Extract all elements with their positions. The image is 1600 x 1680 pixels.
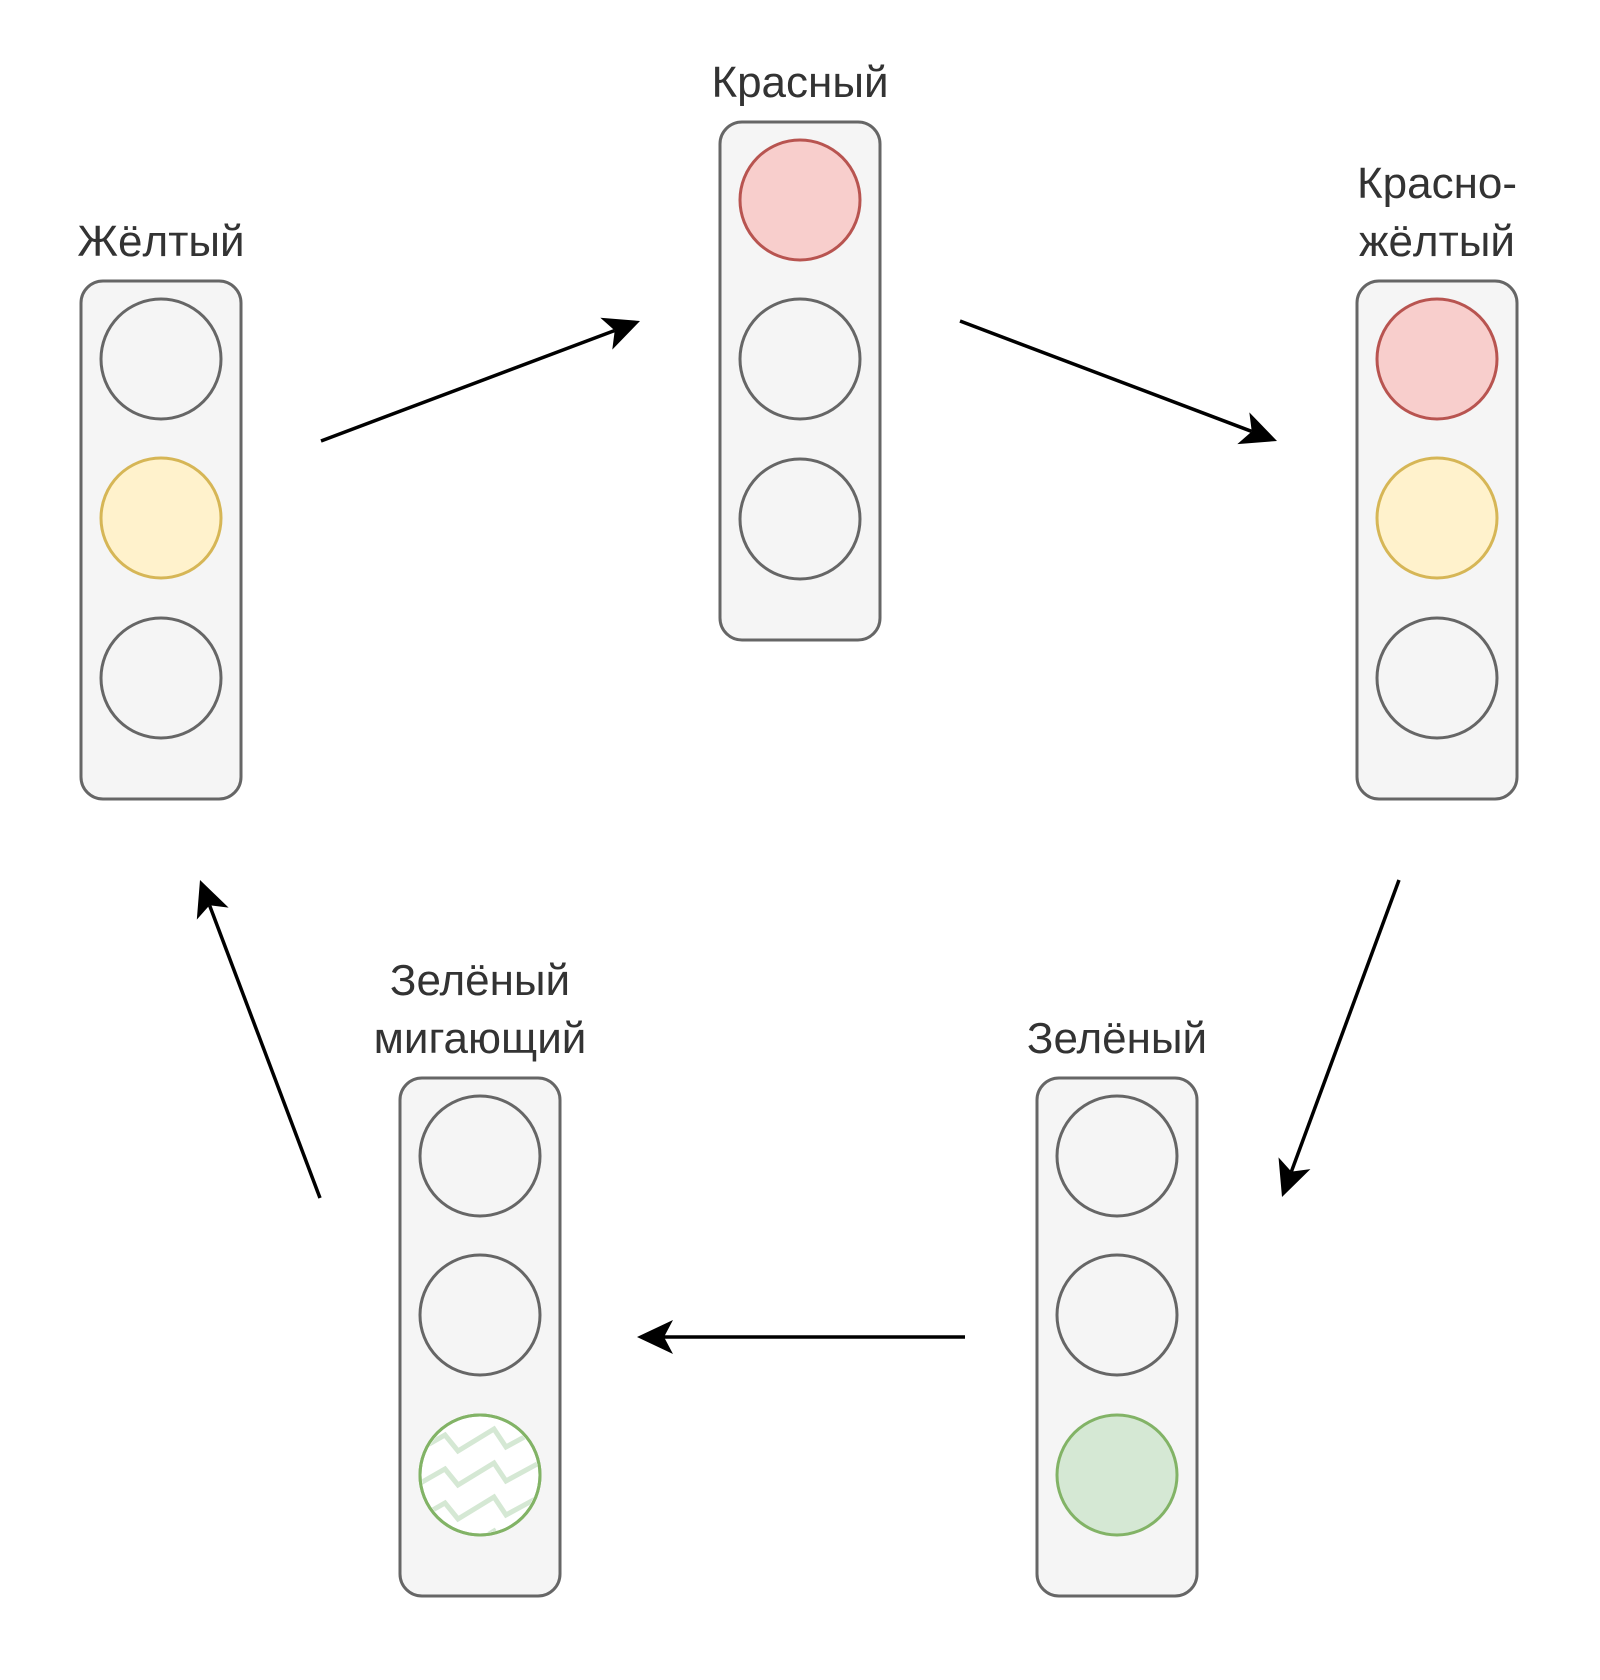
state-label: Красно- xyxy=(1357,159,1517,208)
traffic-lights: КрасныйКрасно-жёлтыйЗелёныйЗелёныймигающ… xyxy=(77,58,1519,1598)
lamp-top-red xyxy=(738,138,862,262)
state-label: мигающий xyxy=(374,1014,587,1063)
arrow-green-to-green-blinking xyxy=(637,1320,965,1354)
state-label: Жёлтый xyxy=(77,217,244,266)
arrow-yellow-to-red xyxy=(320,317,640,443)
arrowhead-icon xyxy=(196,880,229,920)
lamp-middle-off xyxy=(738,297,862,421)
lamp-bottom-green xyxy=(1055,1413,1179,1537)
lamp-bottom-off xyxy=(99,616,223,740)
state-label: жёлтый xyxy=(1359,217,1515,266)
lamp-bottom-off xyxy=(1375,616,1499,740)
traffic-light-red-yellow: Красно-жёлтый xyxy=(1355,159,1519,801)
arrow-green-blinking-to-yellow xyxy=(196,880,322,1199)
lamp-middle-off xyxy=(1055,1253,1179,1377)
lamp-bottom-green-blink xyxy=(418,1413,542,1537)
traffic-light-green-blinking: Зелёный мигающий xyxy=(374,956,587,1598)
lamp-top-off xyxy=(99,297,223,421)
lamp-bottom-off xyxy=(738,457,862,581)
traffic-light-yellow: Жёлтый xyxy=(77,217,245,801)
arrowhead-icon xyxy=(1278,1157,1311,1197)
traffic-light-red: Красный xyxy=(711,58,889,642)
lamp-top-off xyxy=(1055,1094,1179,1218)
lamp-top-red xyxy=(1375,297,1499,421)
arrow-red-to-red-yellow xyxy=(959,319,1277,445)
lamp-middle-yellow xyxy=(99,456,223,580)
state-label: Зелёный xyxy=(1027,1014,1207,1063)
lamp-middle-off xyxy=(418,1253,542,1377)
lamp-middle-yellow xyxy=(1375,456,1499,580)
transition-arrows xyxy=(196,317,1401,1354)
arrowhead-icon xyxy=(1237,412,1277,445)
arrowhead-icon xyxy=(600,317,640,350)
traffic-light-green: Зелёный xyxy=(1027,1014,1207,1598)
lamp-top-off xyxy=(418,1094,542,1218)
arrow-red-yellow-to-green xyxy=(1278,879,1401,1197)
state-label: Красный xyxy=(711,58,888,107)
state-label: Зелёный xyxy=(390,956,570,1005)
blink-hatch-icon xyxy=(422,1417,538,1533)
arrowhead-icon xyxy=(637,1320,673,1354)
